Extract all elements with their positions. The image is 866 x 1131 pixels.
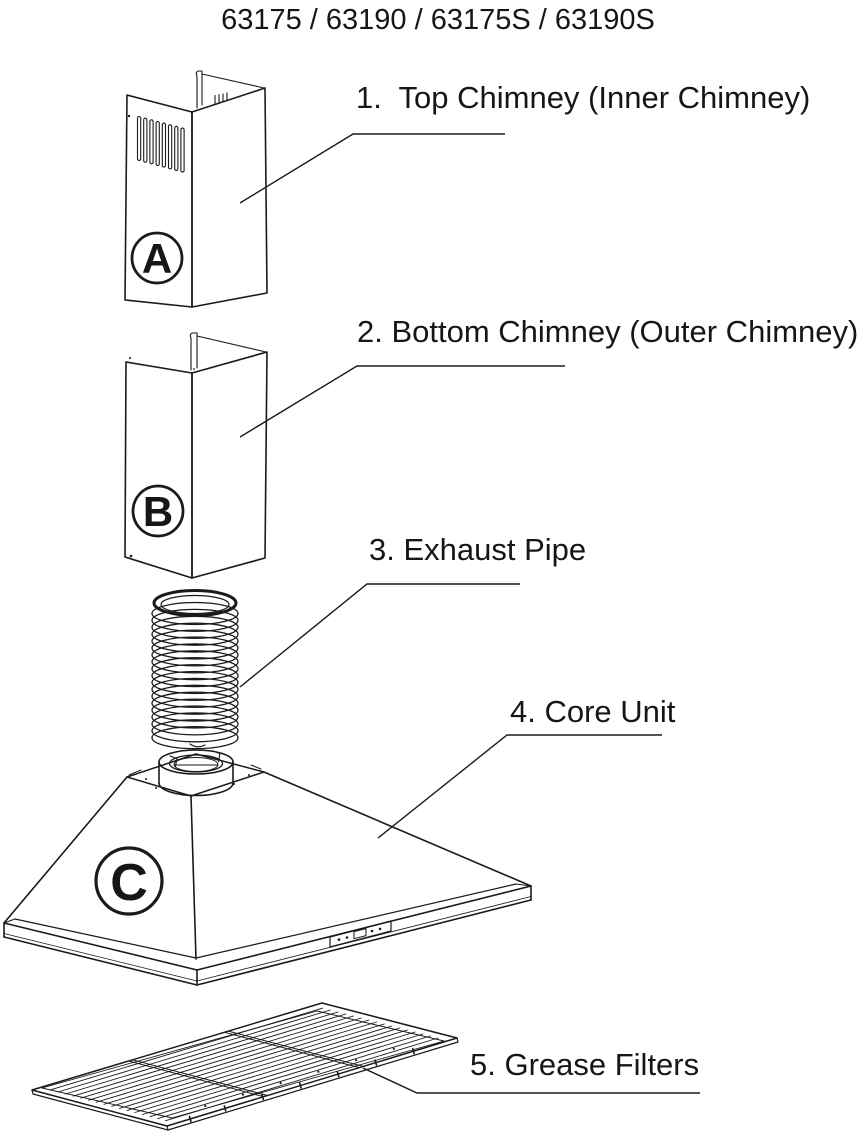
- leader-line-2: [239, 365, 565, 438]
- collar-clip-left: [169, 755, 178, 768]
- collar-clip-right: [212, 750, 221, 763]
- part-label-4: 4. Core Unit: [510, 694, 676, 729]
- rivet-dot: [193, 368, 195, 370]
- top-plate-gusset-left: [128, 769, 142, 776]
- filter-front-band: [166, 1037, 459, 1131]
- filter-divider-1: [128, 1059, 268, 1098]
- leader-line-4: [377, 734, 662, 839]
- bottom-chimney-left-face: [124, 361, 193, 579]
- top-chimney-drawing: [124, 70, 268, 308]
- plate-screw: [155, 787, 157, 789]
- core-unit-drawing: [3, 749, 532, 986]
- control-panel: [329, 920, 392, 948]
- filter-slats: [49, 1007, 439, 1122]
- leader-line-3: [239, 583, 520, 688]
- marker-c: C: [94, 846, 164, 916]
- canopy-front-edge: [190, 795, 197, 960]
- control-panel-button: [337, 938, 341, 941]
- plate-screw: [233, 783, 235, 785]
- filter-edge-clips: [188, 1047, 416, 1123]
- rim-corner-join-right: [515, 883, 532, 887]
- rim-inner-top-edge: [14, 883, 517, 959]
- part-label-2: 2. Bottom Chimney (Outer Chimney): [357, 314, 858, 349]
- bottom-chimney-back-edge: [196, 335, 267, 353]
- marker-b-letter: B: [143, 488, 173, 535]
- top-chimney-back-tab: [195, 70, 203, 109]
- pipe-bottom-mark: [189, 743, 206, 748]
- canopy-right-edge: [263, 771, 532, 887]
- rivet-dot: [129, 554, 133, 558]
- rim-corner-join-left: [3, 918, 16, 924]
- marker-b: B: [131, 484, 185, 538]
- exhaust-pipe-drawing: [151, 589, 239, 750]
- grease-filter-drawing: [31, 1002, 459, 1131]
- pipe-top-rim: [152, 589, 238, 617]
- filter-screw-holes: [204, 1047, 395, 1108]
- top-plate-gusset-right: [250, 764, 262, 770]
- top-plate: [126, 753, 265, 797]
- vent-slots: [136, 92, 228, 173]
- marker-b-circle: [131, 484, 185, 538]
- bottom-chimney-right-face: [191, 351, 268, 579]
- pipe-corrugation-rings: [151, 601, 239, 750]
- marker-c-letter: C: [110, 854, 148, 912]
- control-panel-display: [353, 928, 367, 940]
- page-title: 63175 / 63190 / 63175S / 63190S: [221, 4, 655, 36]
- part-label-1: 1. Top Chimney (Inner Chimney): [356, 80, 810, 115]
- top-chimney-back-edge: [201, 73, 265, 89]
- part-label-3: 3. Exhaust Pipe: [369, 532, 586, 567]
- rim-bottom-accent: [3, 896, 532, 982]
- leader-line-5: [362, 1067, 700, 1094]
- marker-a-circle: [130, 231, 184, 285]
- marker-c-circle: [94, 846, 164, 916]
- bottom-chimney-drawing: [124, 332, 268, 579]
- bottom-chimney-back-tab: [189, 332, 198, 371]
- part-label-5: 5. Grease Filters: [470, 1047, 699, 1082]
- plate-screw: [145, 778, 147, 780]
- marker-a: A: [130, 231, 184, 285]
- canopy-left-edge: [3, 776, 128, 924]
- filter-inner-frame: [41, 1010, 445, 1119]
- control-panel-button: [370, 929, 374, 933]
- plate-screw: [248, 774, 250, 776]
- filter-outline: [31, 1002, 458, 1127]
- filter-left-band: [31, 1089, 169, 1131]
- control-panel-button: [378, 927, 382, 931]
- top-chimney-right-face: [191, 87, 268, 308]
- filter-divider-2: [223, 1030, 364, 1069]
- rivet-dot: [127, 114, 131, 118]
- pipe-top-rim-inner: [160, 594, 230, 615]
- rivet-dot: [129, 357, 131, 359]
- leader-line-1: [239, 133, 505, 204]
- control-panel-button: [345, 936, 349, 939]
- marker-a-letter: A: [142, 235, 172, 282]
- rim-bottom-edge: [3, 899, 532, 986]
